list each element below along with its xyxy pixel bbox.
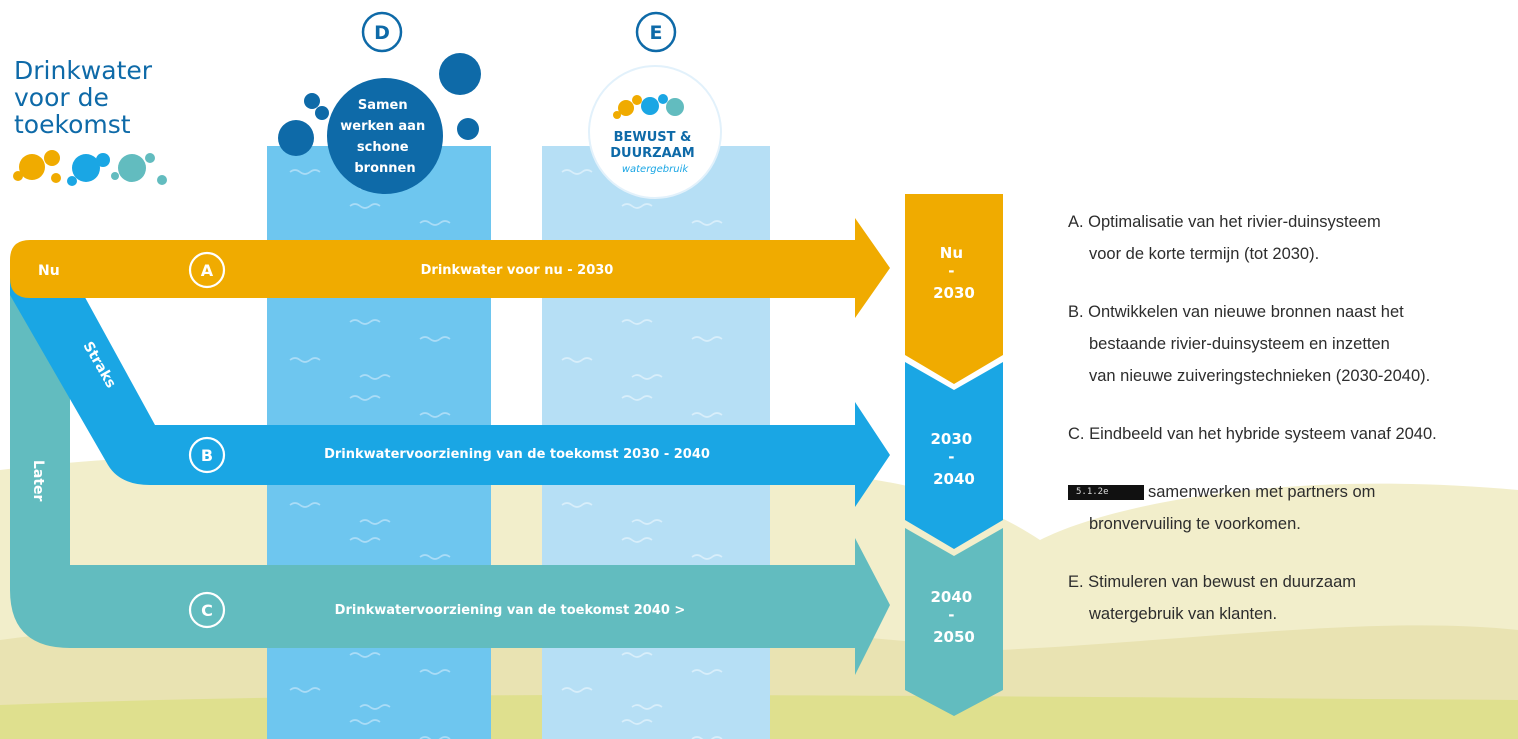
wave-mark bbox=[359, 519, 391, 525]
wave-mark bbox=[349, 652, 381, 658]
wave-mark bbox=[691, 336, 723, 342]
wave-mark bbox=[561, 357, 593, 363]
logo-drops-icon bbox=[13, 150, 167, 186]
legend-item-a: A. Optimalisatie van het rivier-duinsyst… bbox=[1068, 213, 1381, 263]
label-circle-e: E bbox=[635, 11, 677, 53]
wave-mark bbox=[561, 169, 593, 175]
bubbles-d bbox=[278, 53, 481, 156]
wave-mark bbox=[289, 502, 321, 508]
arrow-c bbox=[10, 270, 890, 675]
wave-mark bbox=[691, 412, 723, 418]
arrow-a-letter: A bbox=[188, 251, 226, 289]
arrow-a bbox=[10, 218, 890, 318]
wave-mark bbox=[349, 537, 381, 543]
svg-text:D: D bbox=[374, 22, 390, 44]
wave-mark bbox=[691, 220, 723, 226]
bubble-d-main bbox=[327, 78, 443, 194]
timeline-2030-2040: 2030 - 2040 bbox=[905, 362, 1003, 549]
legend-item-c: C. Eindbeeld van het hybride systeem van… bbox=[1068, 425, 1437, 443]
wave-mark bbox=[349, 203, 381, 209]
svg-text:2040 - 2050: 2040 - 2050 bbox=[931, 588, 978, 646]
wave-mark bbox=[621, 203, 653, 209]
timeline-2040-2050: 2040 - 2050 bbox=[905, 528, 1003, 716]
wave-mark bbox=[359, 374, 391, 380]
wave-mark bbox=[561, 502, 593, 508]
bubble-d-text: Samen werken aan schone bronnen bbox=[340, 98, 429, 176]
svg-text:A: A bbox=[201, 261, 214, 280]
wave-mark bbox=[419, 336, 451, 342]
wave-mark bbox=[631, 519, 663, 525]
arrow-b-label: Drinkwatervoorziening van de toekomst 20… bbox=[324, 447, 710, 462]
label-circle-d: D bbox=[361, 11, 403, 53]
badge-e-text: BEWUST & DUURZAAM watergebruik bbox=[610, 126, 700, 175]
legend-item-b: B. Ontwikkelen van nieuwe bronnen naast … bbox=[1068, 303, 1431, 385]
wave-mark bbox=[419, 554, 451, 560]
wave-mark bbox=[631, 704, 663, 710]
svg-text:E: E bbox=[650, 22, 663, 44]
badge-e bbox=[588, 65, 722, 199]
wave-mark bbox=[419, 736, 451, 739]
wave-mark bbox=[419, 669, 451, 675]
wave-mark bbox=[621, 319, 653, 325]
arrow-c-letter: C bbox=[188, 591, 226, 629]
wave-mark bbox=[621, 395, 653, 401]
wave-mark bbox=[561, 687, 593, 693]
arrow-b bbox=[10, 270, 890, 507]
svg-text:2030 - 2040: 2030 - 2040 bbox=[931, 430, 978, 488]
svg-text:Nu - 2030: Nu - 2030 bbox=[933, 244, 975, 302]
svg-text:B: B bbox=[201, 446, 213, 465]
wave-mark bbox=[289, 357, 321, 363]
wave-mark bbox=[691, 554, 723, 560]
arrow-a-label: Drinkwater voor nu - 2030 bbox=[421, 263, 614, 278]
timeline-nu-2030: Nu - 2030 bbox=[905, 194, 1003, 384]
svg-text:C: C bbox=[201, 601, 213, 620]
wave-mark bbox=[691, 736, 723, 739]
legend: A. Optimalisatie van het rivier-duinsyst… bbox=[1068, 206, 1518, 656]
time-label-later: Later bbox=[30, 460, 46, 502]
arrow-c-label: Drinkwatervoorziening van de toekomst 20… bbox=[335, 603, 686, 618]
wave-mark bbox=[419, 220, 451, 226]
wave-mark bbox=[349, 395, 381, 401]
logo-text: Drinkwater voor de toekomst bbox=[14, 56, 160, 139]
wave-mark bbox=[349, 319, 381, 325]
wave-mark bbox=[289, 169, 321, 175]
logo: Drinkwater voor de toekomst bbox=[13, 56, 167, 186]
legend-item-e: E. Stimuleren van bewust en duurzaam wat… bbox=[1068, 573, 1356, 623]
wave-mark bbox=[419, 412, 451, 418]
badge-e-drops bbox=[613, 94, 684, 119]
wave-mark bbox=[631, 374, 663, 380]
redaction-box: 5.1.2e bbox=[1068, 485, 1144, 501]
arrow-b-letter: B bbox=[188, 436, 226, 474]
time-label-nu: Nu bbox=[38, 263, 60, 279]
wave-mark bbox=[289, 687, 321, 693]
wave-mark bbox=[621, 537, 653, 543]
wave-mark bbox=[621, 719, 653, 725]
wave-mark bbox=[621, 652, 653, 658]
wave-mark bbox=[349, 719, 381, 725]
wave-mark bbox=[691, 669, 723, 675]
wave-mark bbox=[359, 704, 391, 710]
